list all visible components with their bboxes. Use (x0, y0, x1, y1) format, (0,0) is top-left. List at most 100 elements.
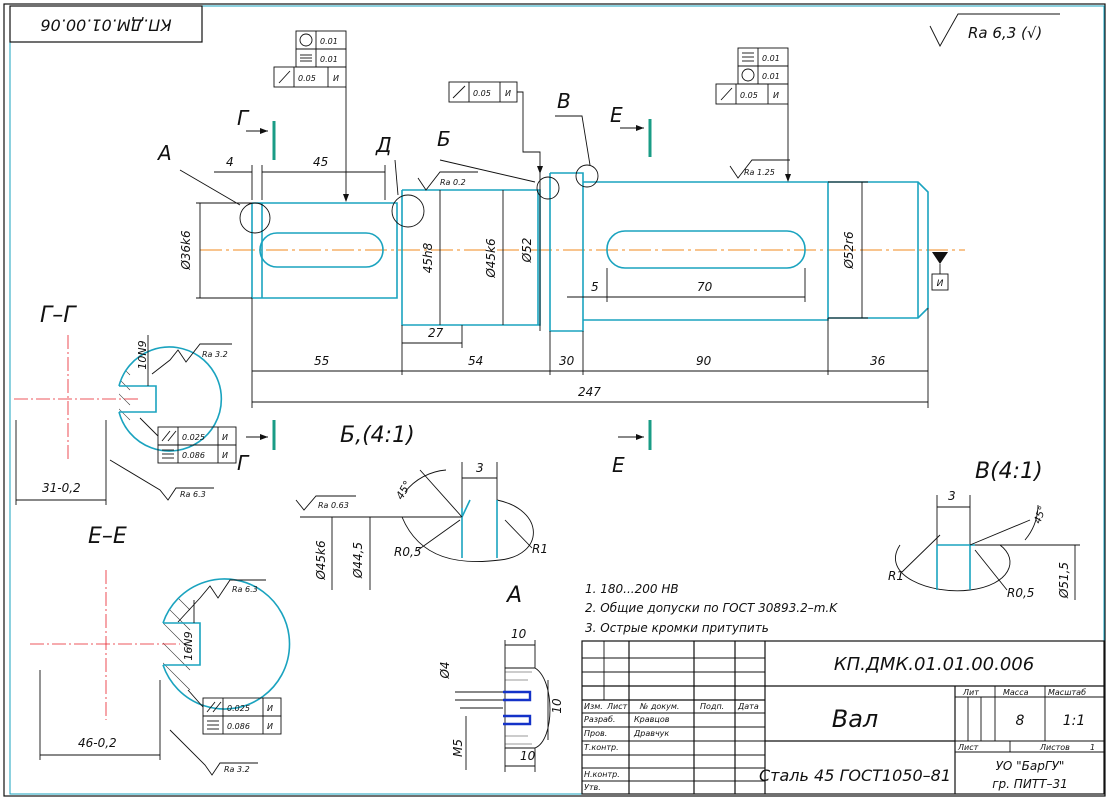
letter-a: А (156, 141, 172, 165)
title-material: Сталь 45 ГОСТ1050–81 (759, 766, 951, 785)
svg-text:46-0,2: 46-0,2 (78, 736, 117, 750)
svg-text:Дата: Дата (737, 702, 759, 711)
svg-text:Подп.: Подп. (700, 702, 724, 711)
svg-text:Ø45k6: Ø45k6 (314, 540, 328, 581)
keyway-left (259, 232, 384, 268)
detail-circle-v (575, 164, 599, 188)
detail-circle-a (239, 202, 271, 234)
svg-text:45: 45 (313, 155, 328, 169)
svg-text:0.05: 0.05 (298, 74, 316, 83)
title-part-name: Вал (832, 705, 879, 733)
svg-text:Изм.: Изм. (584, 702, 603, 711)
title-designation: КП.ДМК.01.01.00.006 (834, 654, 1034, 675)
letter-g-top: Г (237, 106, 250, 130)
svg-text:Т.контр.: Т.контр. (584, 743, 619, 752)
svg-text:54: 54 (468, 354, 483, 368)
svg-text:Утв.: Утв. (584, 783, 601, 792)
svg-text:0.01: 0.01 (320, 37, 338, 46)
roughness-r02: Ra 0.2 (417, 171, 478, 191)
detail-b-title: Б,(4:1) (340, 423, 415, 448)
svg-text:0.025: 0.025 (227, 704, 250, 713)
note-1: 1. 180...200 HB (585, 582, 679, 596)
svg-text:1:1: 1:1 (1063, 713, 1086, 729)
svg-text:90: 90 (696, 354, 712, 368)
detail-view-v: В(4:1) 3 45° R1 R0,5 Ø51,5 (888, 459, 1080, 600)
detail-v-title: В(4:1) (975, 459, 1043, 484)
svg-text:Ø52: Ø52 (520, 238, 534, 264)
svg-text:Лит: Лит (962, 688, 979, 697)
note-3: 3. Острые кромки притупить (585, 621, 769, 635)
svg-text:И: И (333, 74, 339, 83)
detail-view-b: Б,(4:1) 3 45° R0,5 R1 Ra 0.63 Ø45k6 Ø44,… (295, 423, 548, 590)
svg-text:Ø52r6: Ø52r6 (842, 231, 856, 270)
svg-text:0.01: 0.01 (762, 54, 780, 63)
cut-marker-g-bottom: Г (237, 420, 276, 475)
letter-v: В (557, 89, 571, 113)
svg-text:Ra 3.2: Ra 3.2 (224, 765, 250, 774)
cut-marker-e-top (620, 119, 652, 157)
svg-text:45h8: 45h8 (421, 242, 435, 273)
svg-text:И: И (773, 91, 779, 100)
svg-text:№ докум.: № докум. (639, 702, 679, 711)
svg-text:0.025: 0.025 (182, 433, 205, 442)
svg-text:45°: 45° (393, 479, 414, 502)
svg-text:И: И (222, 433, 228, 442)
svg-text:55: 55 (314, 354, 329, 368)
section-g-g: Г–Г 10N9 Ra 3.2 0.025 И 0.086 И 31-0,2 R… (14, 303, 237, 505)
main-dimensions: 4 45 Ø36k6 45h8 Ø45k6 Ø52 27 5 70 Ø52r6 (179, 155, 929, 408)
cut-marker-g-top (246, 121, 276, 160)
stamp-box: КП.ДМ.01.00.06 (9, 5, 203, 43)
svg-text:Ra 1.25: Ra 1.25 (744, 168, 775, 177)
section-e-e: Е–Е 16N9 Ra 6.3 0.025 И 0.086 И 46-0,2 R… (30, 524, 291, 776)
svg-text:Ra 6.3: Ra 6.3 (232, 585, 258, 594)
svg-text:5: 5 (591, 280, 599, 294)
svg-text:10N9: 10N9 (136, 340, 149, 369)
svg-text:3: 3 (476, 461, 484, 475)
general-roughness: Ra 6,3 (√) (929, 13, 1060, 47)
svg-text:Ø44,5: Ø44,5 (351, 542, 365, 579)
section-e-title: Е–Е (88, 524, 127, 549)
svg-text:Ra 0.2: Ra 0.2 (440, 178, 466, 187)
shaft-main-view (200, 172, 965, 332)
svg-text:1: 1 (1090, 743, 1095, 752)
svg-text:Кравцов: Кравцов (634, 715, 670, 724)
note-2: 2. Общие допуски по ГОСТ 30893.2–m.K (585, 601, 838, 615)
svg-text:0.01: 0.01 (320, 55, 338, 64)
svg-text:Ra 6.3: Ra 6.3 (180, 490, 206, 499)
outer-border (3, 3, 1106, 797)
svg-text:Разраб.: Разраб. (584, 715, 615, 724)
detail-circle-d (391, 194, 425, 228)
tolerance-frame-right: 0.01 0.01 0.05 И (715, 47, 791, 182)
svg-text:Ø45k6: Ø45k6 (484, 238, 498, 279)
general-roughness-label: Ra 6,3 (√) (968, 24, 1042, 42)
cut-marker-e-bottom: Е (612, 420, 652, 477)
letter-e-top: Е (610, 103, 623, 127)
svg-text:Лист: Лист (606, 702, 628, 711)
svg-text:27: 27 (428, 326, 444, 340)
svg-text:И: И (937, 279, 944, 289)
svg-text:Ø51,5: Ø51,5 (1057, 562, 1071, 599)
svg-text:R1: R1 (532, 542, 548, 556)
svg-text:0.01: 0.01 (762, 72, 780, 81)
svg-text:Листов: Листов (1039, 743, 1070, 752)
svg-text:3: 3 (948, 489, 956, 503)
svg-text:И: И (267, 704, 273, 713)
svg-text:70: 70 (697, 280, 713, 294)
tolerance-frame-mid: 0.05 И (448, 81, 543, 174)
svg-text:Ra 3.2: Ra 3.2 (202, 350, 228, 359)
letter-g-bottom: Г (237, 451, 250, 475)
svg-text:Пров.: Пров. (584, 729, 607, 738)
svg-text:10: 10 (520, 749, 536, 763)
svg-text:247: 247 (578, 385, 601, 399)
svg-text:Масштаб: Масштаб (1048, 688, 1086, 697)
title-block: Изм. Лист № докум. Подп. Дата Разраб. Кр… (581, 640, 1105, 795)
svg-text:0.05: 0.05 (740, 91, 758, 100)
letter-e-bottom: Е (612, 453, 625, 477)
svg-text:И: И (222, 451, 228, 460)
datum-marker: И (931, 252, 949, 291)
inner-border (9, 5, 1105, 795)
svg-text:Масса: Масса (1003, 688, 1029, 697)
svg-text:Лист: Лист (957, 743, 979, 752)
section-g-title: Г–Г (40, 303, 77, 328)
